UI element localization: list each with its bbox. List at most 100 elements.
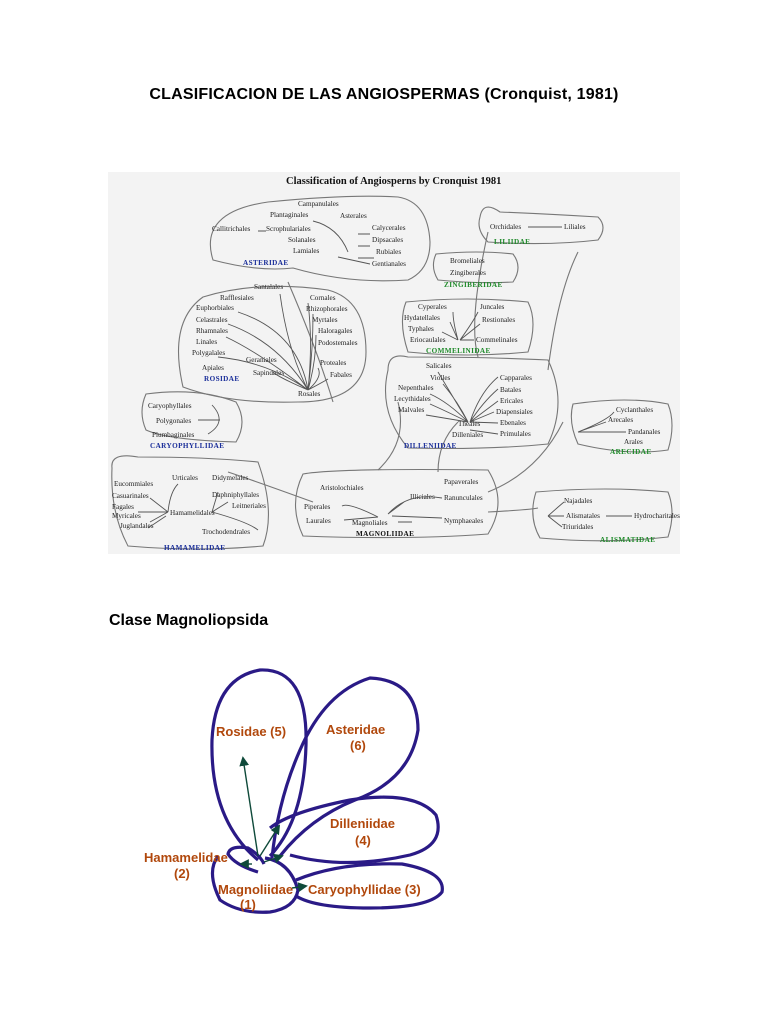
subclass-hamamelidae: HAMAMELIDAE (164, 544, 226, 552)
order-bromeliales: Bromeliales (450, 257, 485, 265)
arrow-to-rosidae (239, 756, 259, 857)
arecidae-group: Cyclanthales Arecales Pandanales Arales … (577, 406, 661, 456)
order-najadales: Najadales (564, 497, 593, 505)
order-malvales: Malvales (398, 406, 425, 414)
order-fabales: Fabales (330, 371, 352, 379)
petal-hamamelidae (226, 845, 266, 874)
order-capparales: Capparales (500, 374, 532, 382)
order-theales: Theales (458, 420, 481, 428)
order-orchidales: Orchidales (490, 223, 521, 231)
order-diapensiales: Diapensiales (496, 408, 533, 416)
order-daphniphyllales: Daphniphyllales (212, 491, 259, 499)
petal-caryophyllidae (295, 862, 444, 910)
order-eucommiales: Eucommiales (114, 480, 153, 488)
figure-title: Classification of Angiosperns by Cronqui… (286, 176, 501, 187)
order-eriocaulales: Eriocaulales (410, 336, 446, 344)
order-santalales: Santalales (254, 283, 283, 291)
order-myrtales: Myrtales (312, 316, 338, 324)
arrow-to-dilleniidae (263, 853, 284, 864)
subclass-alismatidae: ALISMATIDAE (600, 536, 655, 544)
subclass-magnoliidae: MAGNOLIIDAE (356, 530, 414, 538)
order-rhizophorales: Rhizophorales (306, 305, 348, 313)
order-dilleniales: Dilleniales (452, 431, 483, 439)
order-asterales: Asterales (340, 212, 367, 220)
asteridae-group: Campanulales Plantaginales Asterales Cal… (212, 200, 406, 268)
order-violles: Violles (430, 374, 451, 382)
order-cyclanthales: Cyclanthales (616, 406, 653, 414)
arrow-to-caryophyllidae (291, 882, 308, 892)
magnoliopsida-petal-diagram: Rosidae (5) Asteridae (6) Dilleniidae (4… (144, 668, 444, 914)
section-heading: Clase Magnoliopsida (109, 612, 269, 629)
order-batales: Batales (500, 386, 521, 394)
petal-asteridae (270, 676, 420, 859)
order-juncales: Juncales (480, 303, 505, 311)
order-podostemales: Podostemales (318, 339, 358, 347)
label-asteridae: Asteridae (326, 722, 385, 737)
label-magnoliidae: Magnoliidae (218, 882, 293, 897)
order-lamiales: Lamiales (293, 247, 320, 255)
label-caryophyllidae: Caryophyllidae (3) (308, 882, 421, 897)
alismatidae-group: Najadales Alismatales Hydrocharitales Tr… (547, 497, 680, 544)
order-hydatellales: Hydatellales (404, 314, 440, 322)
subclass-dilleniidae: DILLENIIDAE (404, 442, 457, 450)
order-trochodendrales: Trochodendrales (202, 528, 250, 536)
petal-rosidae (210, 668, 308, 862)
order-ericales: Ericales (500, 397, 523, 405)
order-arecales: Arecales (608, 416, 633, 424)
label-magnoliidae-number: (1) (240, 897, 256, 912)
order-haloragales: Haloragales (318, 327, 353, 335)
order-euphorbiales: Euphorbiales (196, 304, 234, 312)
order-arales: Arales (624, 438, 643, 446)
order-scrophulariales: Scrophulariales (266, 225, 311, 233)
order-rhamnales: Rhamnales (196, 327, 228, 335)
order-rosales: Rosales (298, 390, 321, 398)
subclass-asteridae: ASTERIDAE (243, 259, 289, 267)
order-hydrocharitales: Hydrocharitales (634, 512, 680, 520)
order-juglandales: Juglandales (120, 522, 154, 530)
label-hamamelidae: Hamamelidae (144, 850, 228, 865)
order-casuarinales: Casuarinales (112, 492, 149, 500)
order-leitneriales: Leitneriales (232, 502, 266, 510)
order-sapindales: Sapindales (253, 369, 284, 377)
order-geraniales: Geraniales (246, 356, 277, 364)
commelinidae-group: Cyperales Juncales Hydatellales Restiona… (404, 303, 518, 355)
petal-dilleniidae (269, 795, 440, 865)
label-rosidae: Rosidae (5) (216, 724, 286, 739)
order-campanulales: Campanulales (298, 200, 339, 208)
magnoliidae-group: Aristolochiales Papaverales Piperales Il… (304, 478, 483, 538)
order-hamamelidales: Hamamelidales (170, 509, 215, 517)
order-piperales: Piperales (304, 503, 331, 511)
order-celastrales: Celastrales (196, 316, 228, 324)
order-ranunculales: Ranunculales (444, 494, 483, 502)
rosidae-group: Santalales Rafflesiales Cornales Euphorb… (192, 283, 358, 398)
order-nymphaeales: Nymphaeales (444, 517, 483, 525)
document-title: CLASIFICACION DE LAS ANGIOSPERMAS (Cronq… (149, 86, 619, 103)
order-gentianales: Gentianales (372, 260, 406, 268)
order-ebenales: Ebenales (500, 419, 526, 427)
order-typhales: Typhales (408, 325, 434, 333)
order-polygonales: Polygonales (156, 417, 191, 425)
order-linales: Linales (196, 338, 217, 346)
order-papaverales: Papaverales (444, 478, 479, 486)
subclass-commelinidae: COMMELINIDAE (426, 347, 491, 355)
hamamelidae-group: Urticales Leitneriales Casuarinales Didy… (112, 474, 266, 552)
order-restionales: Restionales (482, 316, 515, 324)
label-dilleniidae: Dilleniidae (330, 816, 395, 831)
order-primulales: Primulales (500, 430, 531, 438)
order-pandanales: Pandanales (628, 428, 661, 436)
order-plantaginales: Plantaginales (270, 211, 309, 219)
order-polygalales: Polygalales (192, 349, 225, 357)
order-rubiales: Rubiales (376, 248, 401, 256)
order-lecythidales: Lecythidales (394, 395, 431, 403)
liliidae-group: Orchidales Liliales LILIIDAE (490, 223, 586, 246)
label-hamamelidae-number: (2) (174, 866, 190, 881)
order-liliales: Liliales (564, 223, 586, 231)
order-caryophyllales: Caryophyllales (148, 402, 192, 410)
subclass-liliidae: LILIIDAE (494, 238, 530, 246)
order-alismatales: Alismatales (566, 512, 600, 520)
order-commelinales: Commelinales (476, 336, 518, 344)
order-cyperales: Cyperales (418, 303, 447, 311)
dilleniidae-group: Salicales Violles Capparales Nepenthales… (394, 362, 533, 450)
order-salicales: Salicales (426, 362, 452, 370)
order-dipsacales: Dipsacales (372, 236, 403, 244)
